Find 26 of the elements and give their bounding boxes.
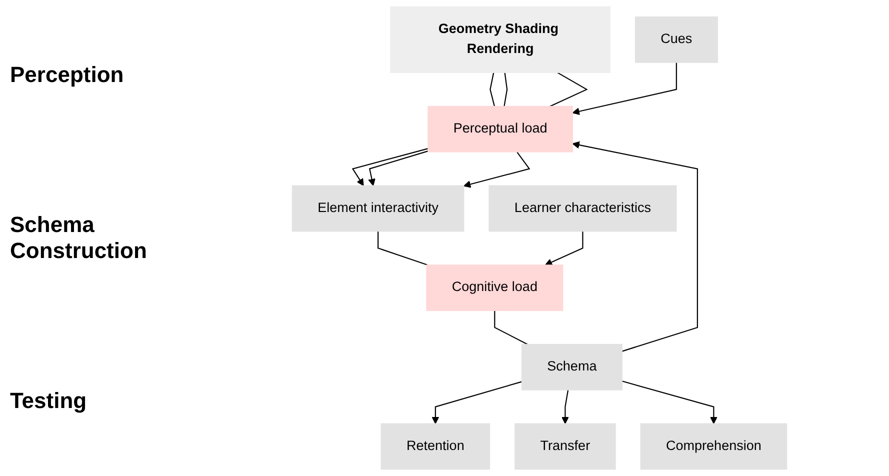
node-box: Cognitive load <box>426 264 564 311</box>
node-box: Learner characteristics <box>488 185 677 232</box>
connector <box>494 310 528 345</box>
stage-label: Perception <box>10 62 125 88</box>
node-box: Perceptual load <box>428 106 573 152</box>
stage-label: Testing <box>10 388 88 414</box>
node-box: Cues <box>634 16 718 63</box>
arrow <box>432 381 522 424</box>
node-box: Transfer <box>514 423 616 470</box>
arrow <box>352 148 428 186</box>
arrow <box>544 231 584 266</box>
arrow <box>463 152 530 188</box>
node-box: Comprehension <box>640 423 788 470</box>
connector <box>378 231 428 266</box>
arrow <box>368 150 428 186</box>
node-box: Geometry Shading Rendering <box>390 6 610 73</box>
arrow <box>561 390 569 424</box>
stage-label: Schema Construction <box>10 212 148 264</box>
arrow <box>572 62 677 115</box>
node-box: Retention <box>380 423 490 470</box>
connector <box>504 72 508 106</box>
connector <box>490 72 496 106</box>
arrow <box>622 380 718 424</box>
arrow <box>572 141 698 352</box>
node-box: Element interactivity <box>292 185 464 232</box>
node-box: Schema <box>521 344 622 390</box>
